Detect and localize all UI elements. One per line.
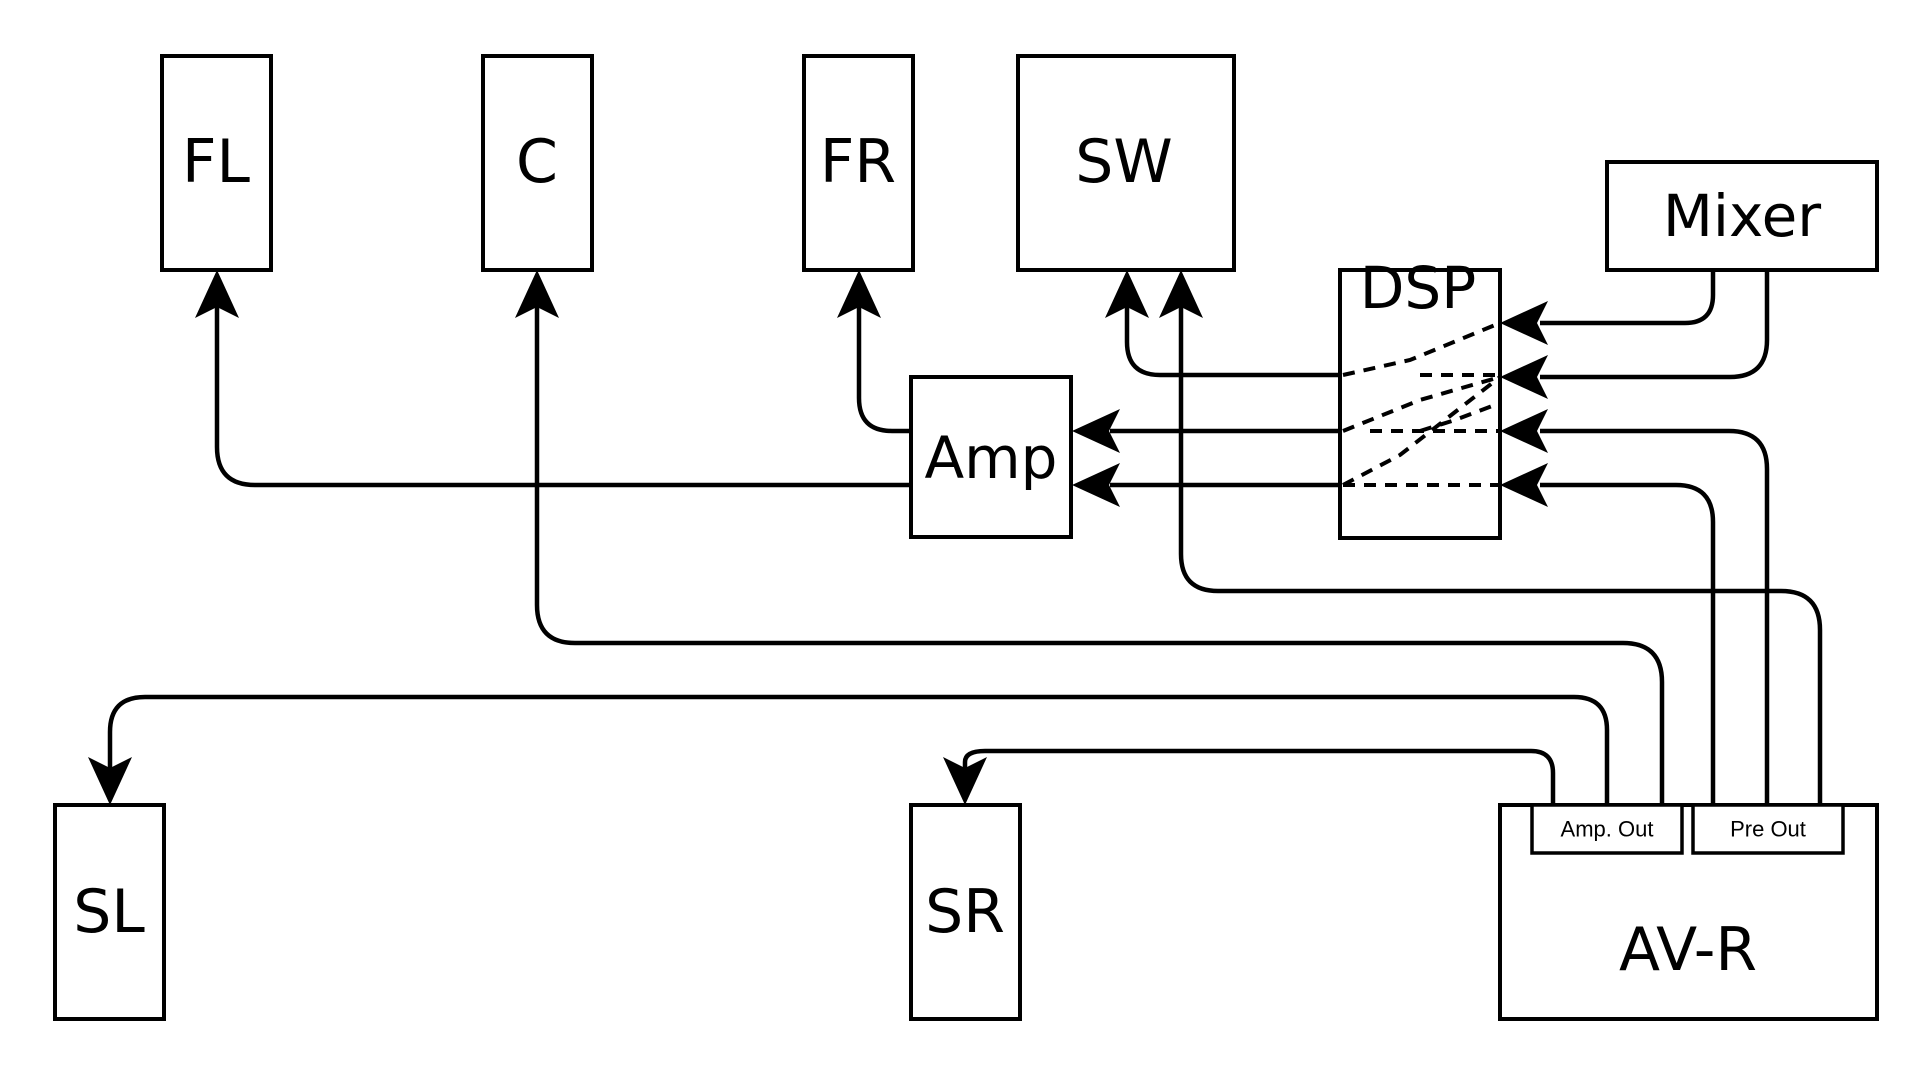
arrowhead-sw-from-dsp [1105, 270, 1149, 318]
wire-avr-to-sr [962, 748, 1556, 805]
mixer-box [1605, 160, 1879, 272]
avr-label: AV-R [1619, 915, 1757, 985]
arrowhead-sr [943, 757, 987, 805]
pre-out-label: Pre Out [1730, 817, 1806, 842]
wire-mixer-to-dsp-1 [1540, 270, 1716, 326]
fl-speaker-box [160, 54, 273, 272]
arrowhead-dsp-2 [1500, 355, 1548, 399]
amp-out-label: Amp. Out [1561, 817, 1654, 842]
sl-label: SL [73, 877, 145, 947]
wire-dsp-to-sw [1124, 305, 1340, 378]
pre-out-port [1691, 803, 1845, 855]
arrowhead-c [515, 270, 559, 318]
sl-speaker-box [53, 803, 166, 1021]
sr-label: SR [925, 877, 1005, 947]
sw-label: SW [1075, 127, 1172, 197]
wire-amp-to-fl [214, 305, 910, 488]
arrowhead-sl [88, 757, 132, 805]
arrowhead-fr [837, 270, 881, 318]
arrowhead-dsp-3 [1500, 409, 1548, 453]
amp-box [909, 375, 1073, 539]
fr-label: FR [820, 127, 896, 197]
amp-out-port [1530, 803, 1684, 855]
arrowhead-amp-upper [1072, 409, 1120, 453]
wire-amp-to-fr [856, 305, 910, 434]
sr-speaker-box [909, 803, 1022, 1021]
arrowhead-dsp-1 [1500, 301, 1548, 345]
c-label: C [516, 127, 558, 197]
arrowhead-fl [195, 270, 239, 318]
fl-label: FL [182, 127, 251, 197]
amp-label: Amp [925, 424, 1058, 492]
dsp-box [1338, 268, 1502, 540]
arrowhead-sw-direct [1159, 270, 1203, 318]
wire-avr-to-sw [1178, 305, 1823, 805]
c-speaker-box [481, 54, 594, 272]
wire-preout-to-dsp-4 [1540, 482, 1716, 805]
wire-mixer-to-dsp-2 [1540, 270, 1770, 380]
arrowhead-amp-lower [1072, 463, 1120, 507]
arrowhead-dsp-4 [1500, 463, 1548, 507]
wire-preout-to-dsp-3 [1540, 428, 1770, 805]
fr-speaker-box [802, 54, 915, 272]
mixer-label: Mixer [1663, 182, 1821, 250]
sw-box [1016, 54, 1236, 272]
dsp-internal-routing [1342, 321, 1502, 487]
wire-avr-to-c [534, 305, 1665, 805]
dsp-label: DSP [1360, 254, 1476, 322]
wire-avr-to-sl [107, 694, 1610, 805]
